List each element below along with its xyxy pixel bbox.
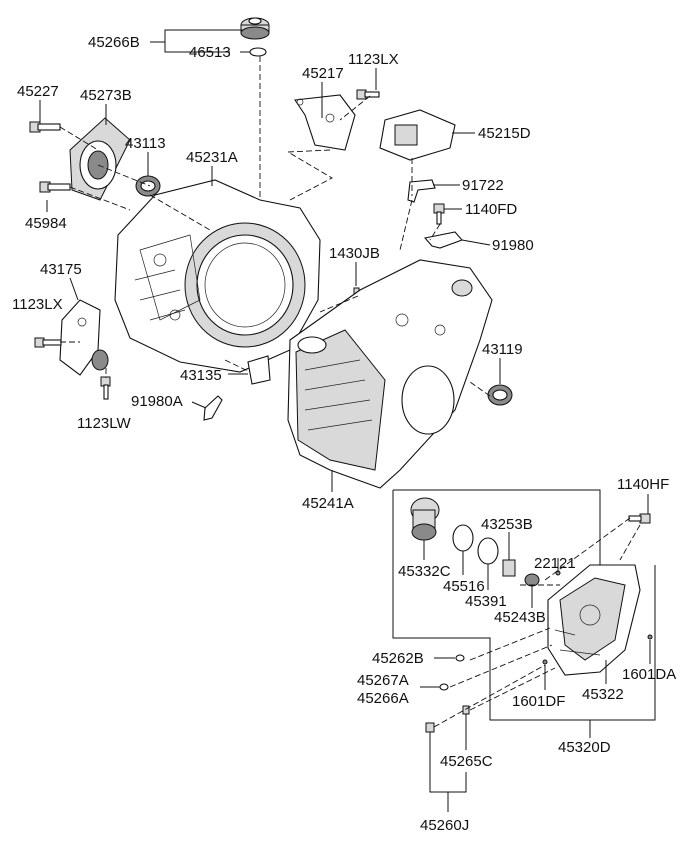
label-45231A: 45231A xyxy=(186,149,238,166)
part-45241A-case xyxy=(287,259,493,489)
part-91980A-clip xyxy=(203,395,223,421)
label-45332C: 45332C xyxy=(398,563,451,580)
part-46513-oring xyxy=(249,47,267,57)
part-45267A-oring xyxy=(439,683,449,691)
part-45260J-plug xyxy=(425,722,435,733)
part-45243B-bush xyxy=(524,573,540,587)
label-45262B: 45262B xyxy=(372,650,424,667)
label-45215D: 45215D xyxy=(478,125,531,142)
part-1123LW-bolt xyxy=(100,376,111,400)
label-1601DF: 1601DF xyxy=(512,693,565,710)
part-45262B-oring xyxy=(455,654,465,662)
label-45265C: 45265C xyxy=(440,753,493,770)
label-45260J: 45260J xyxy=(420,817,469,834)
part-45332C-plug xyxy=(410,497,440,541)
label-45266B: 45266B xyxy=(88,34,140,51)
part-45231A-housing xyxy=(114,179,321,373)
part-45215D-bracket xyxy=(379,109,456,161)
part-43135-plate xyxy=(247,355,271,385)
part-45265C-plug xyxy=(462,705,470,715)
part-91980-clip xyxy=(423,231,463,249)
part-45266B-cap xyxy=(240,17,270,40)
label-1140HF: 1140HF xyxy=(617,476,669,493)
label-43253B: 43253B xyxy=(481,516,533,533)
label-45266A: 45266A xyxy=(357,690,409,707)
part-45322-cover xyxy=(547,564,641,676)
label-43113: 43113 xyxy=(125,135,166,152)
part-45273B-plate xyxy=(69,117,131,201)
part-1123LX-left-bolt xyxy=(34,337,62,348)
label-45516: 45516 xyxy=(443,578,485,595)
label-45391: 45391 xyxy=(465,593,507,610)
label-45273B: 45273B xyxy=(80,87,132,104)
label-1140FD: 1140FD xyxy=(465,201,517,218)
label-43135: 43135 xyxy=(180,367,222,384)
label-22121: 22121 xyxy=(534,555,576,572)
part-1123LX-top-bolt xyxy=(356,89,380,100)
label-45241A: 45241A xyxy=(302,495,354,512)
part-1601DA-dowel xyxy=(647,634,653,640)
part-45984-bolt xyxy=(39,181,71,193)
label-1123LW: 1123LW xyxy=(77,415,131,432)
label-45322: 45322 xyxy=(582,686,624,703)
label-1601DA: 1601DA xyxy=(622,666,676,683)
label-43175: 43175 xyxy=(40,261,82,278)
label-45243B: 45243B xyxy=(494,609,546,626)
part-45516-oring xyxy=(452,524,474,552)
part-91722-clip xyxy=(407,179,436,203)
label-45267A: 45267A xyxy=(357,672,409,689)
part-labels: 45266B 46513 45217 1123LX 45227 45273B 4… xyxy=(12,34,676,834)
part-1601DF-dowel xyxy=(542,659,548,665)
part-1140HF-bolt xyxy=(628,513,651,524)
leader-lines xyxy=(39,29,651,812)
label-1123LX-top: 1123LX xyxy=(348,51,399,68)
label-91722: 91722 xyxy=(462,177,504,194)
part-45391-oring xyxy=(477,537,499,565)
part-43119-seal xyxy=(487,384,513,406)
label-91980A: 91980A xyxy=(131,393,183,410)
label-1123LX-left: 1123LX xyxy=(12,296,63,313)
part-1140FD-bolt xyxy=(433,203,445,225)
label-43119: 43119 xyxy=(482,341,523,358)
label-91980: 91980 xyxy=(492,237,534,254)
part-43253B-sleeve xyxy=(502,559,516,577)
part-45227-bolt xyxy=(29,121,61,133)
label-45320D: 45320D xyxy=(558,739,611,756)
label-46513: 46513 xyxy=(189,44,231,61)
label-45217: 45217 xyxy=(302,65,344,82)
label-45984: 45984 xyxy=(25,215,67,232)
part-45217-bracket xyxy=(294,94,356,151)
assembly-dashed-lines xyxy=(59,56,641,728)
label-45227: 45227 xyxy=(17,83,59,100)
part-43175-bracket xyxy=(59,299,109,376)
label-1430JB: 1430JB xyxy=(329,245,380,262)
part-43113-seal xyxy=(135,175,161,197)
